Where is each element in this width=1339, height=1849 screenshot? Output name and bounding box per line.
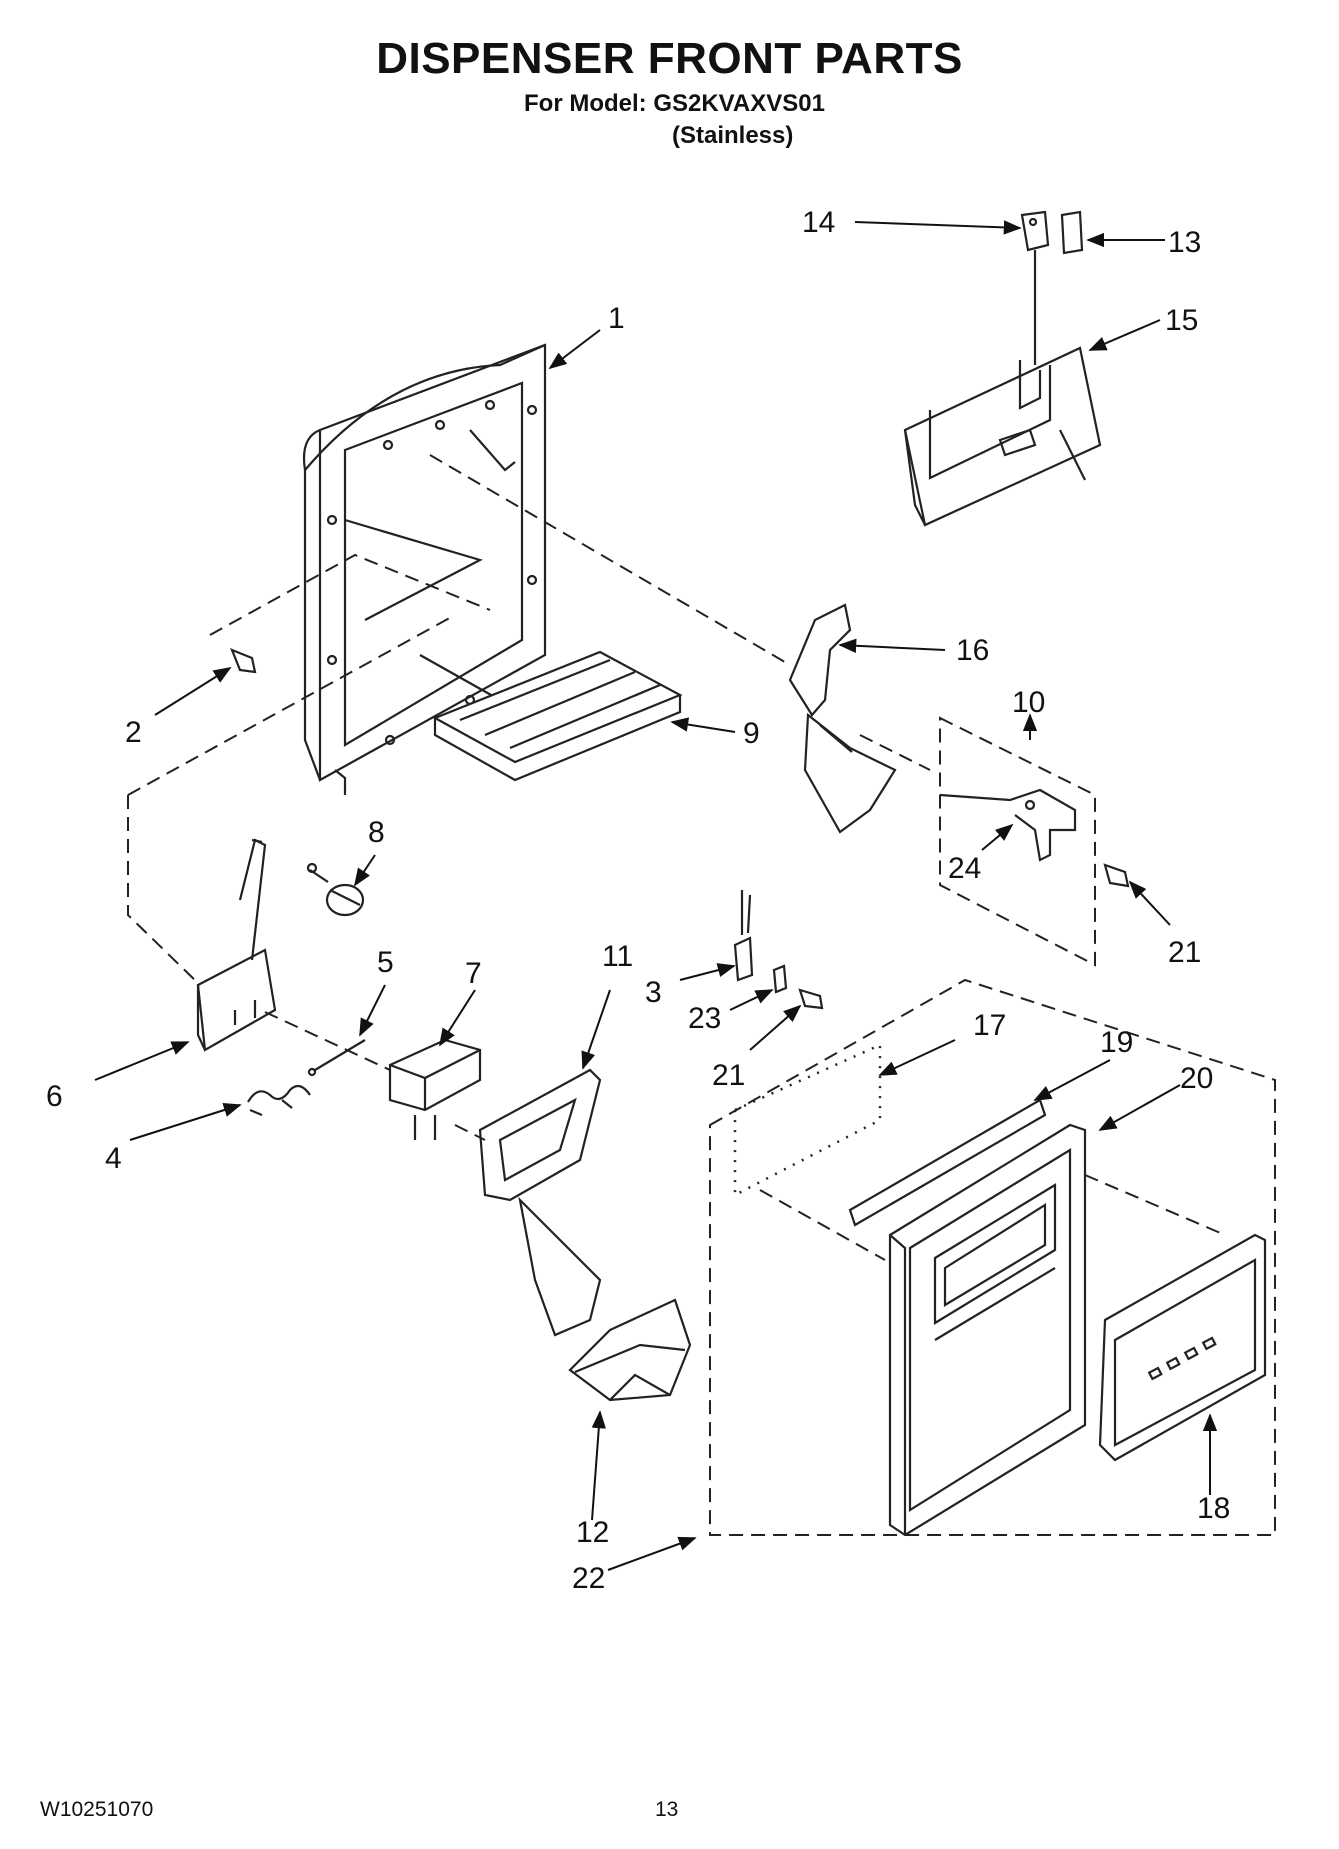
callout-17: 17 bbox=[973, 1009, 1006, 1042]
callout-9: 9 bbox=[743, 717, 760, 750]
callout-8: 8 bbox=[368, 816, 385, 849]
lever-bracket-part bbox=[388, 1038, 482, 1140]
leader-24 bbox=[981, 823, 1014, 851]
switch-part bbox=[1020, 210, 1050, 365]
callout-21: 21 bbox=[712, 1059, 745, 1092]
leader-15 bbox=[1088, 319, 1161, 351]
solenoid-part bbox=[306, 862, 365, 917]
leader-6 bbox=[94, 1041, 190, 1081]
front-panel-part bbox=[888, 1123, 1087, 1537]
leader-17 bbox=[878, 1039, 956, 1076]
callout-19: 19 bbox=[1100, 1026, 1133, 1059]
screw-part bbox=[230, 648, 1130, 1010]
assembly-line bbox=[429, 454, 791, 666]
leader-5 bbox=[359, 984, 386, 1037]
trim-strip-part bbox=[848, 1098, 1047, 1227]
callout-7: 7 bbox=[465, 957, 482, 990]
leader-4 bbox=[129, 1103, 242, 1141]
leader-3 bbox=[679, 963, 736, 981]
assembly-line bbox=[209, 553, 491, 636]
leader-11 bbox=[581, 989, 611, 1070]
callout-22: 22 bbox=[572, 1562, 605, 1595]
callout-20: 20 bbox=[1180, 1062, 1213, 1095]
leader-19 bbox=[1033, 1059, 1111, 1101]
leader-9 bbox=[670, 717, 736, 733]
callout-15: 15 bbox=[1165, 304, 1198, 337]
callout-21-right: 21 bbox=[1168, 936, 1201, 969]
callout-11: 11 bbox=[602, 940, 633, 973]
model-number: For Model: GS2KVAXVS01 bbox=[524, 90, 825, 117]
assembly-line bbox=[127, 795, 201, 986]
ice-actuator-part bbox=[788, 603, 897, 834]
cube-arm-part bbox=[939, 788, 1077, 862]
page-title: DISPENSER FRONT PARTS bbox=[376, 34, 963, 83]
leader-16 bbox=[838, 638, 946, 653]
clip-part bbox=[772, 964, 788, 994]
callout-2: 2 bbox=[125, 716, 142, 749]
drip-tray-part bbox=[432, 650, 683, 782]
document-code: W10251070 bbox=[40, 1798, 154, 1821]
assembly-line bbox=[454, 1124, 486, 1141]
ice-chute-part bbox=[568, 1298, 692, 1402]
callout-18: 18 bbox=[1197, 1492, 1230, 1525]
assembly-line bbox=[1084, 1174, 1226, 1236]
callout-6: 6 bbox=[46, 1080, 63, 1113]
callout-14: 14 bbox=[802, 206, 835, 239]
callout-16: 16 bbox=[956, 634, 989, 667]
group-box-22 bbox=[709, 978, 1276, 1536]
dispenser-chute-housing-part bbox=[903, 346, 1102, 527]
water-paddle-part bbox=[478, 1068, 602, 1337]
assembly-line bbox=[127, 614, 456, 796]
leader-2 bbox=[154, 667, 232, 716]
callout-3: 3 bbox=[645, 976, 662, 1009]
callout-5: 5 bbox=[377, 946, 394, 979]
assembly-line bbox=[759, 1189, 886, 1261]
callout-12: 12 bbox=[576, 1516, 609, 1549]
page-number: 13 bbox=[655, 1798, 679, 1821]
control-board-part bbox=[196, 838, 277, 1052]
callout-23: 23 bbox=[688, 1002, 721, 1035]
callout-10: 10 bbox=[1012, 686, 1045, 719]
leader-12 bbox=[591, 1410, 606, 1521]
leader-14 bbox=[854, 220, 1022, 235]
leader-23 bbox=[729, 989, 774, 1011]
callout-24: 24 bbox=[948, 852, 981, 885]
insulation-part bbox=[733, 1043, 882, 1198]
callout-1: 1 bbox=[608, 302, 625, 335]
small-switch-part bbox=[733, 890, 754, 982]
leader-7 bbox=[439, 989, 476, 1047]
assembly-line bbox=[859, 734, 931, 771]
spring-part bbox=[247, 1084, 311, 1117]
finish-label: (Stainless) bbox=[672, 122, 794, 149]
leader-8 bbox=[354, 854, 376, 887]
leader-21b bbox=[1128, 880, 1171, 926]
leader-1 bbox=[548, 329, 601, 370]
leader-20 bbox=[1098, 1084, 1181, 1131]
switch-shield-part bbox=[1060, 210, 1084, 255]
callout-4: 4 bbox=[105, 1142, 122, 1175]
leader-21a bbox=[749, 1004, 802, 1051]
dispenser-housing-part bbox=[302, 343, 547, 795]
callout-13: 13 bbox=[1168, 226, 1201, 259]
control-panel-part bbox=[1098, 1233, 1267, 1462]
leader-22 bbox=[607, 1536, 697, 1571]
group-box-10 bbox=[939, 716, 1096, 967]
assembly-line bbox=[264, 1011, 391, 1071]
pin-part bbox=[307, 1039, 366, 1077]
